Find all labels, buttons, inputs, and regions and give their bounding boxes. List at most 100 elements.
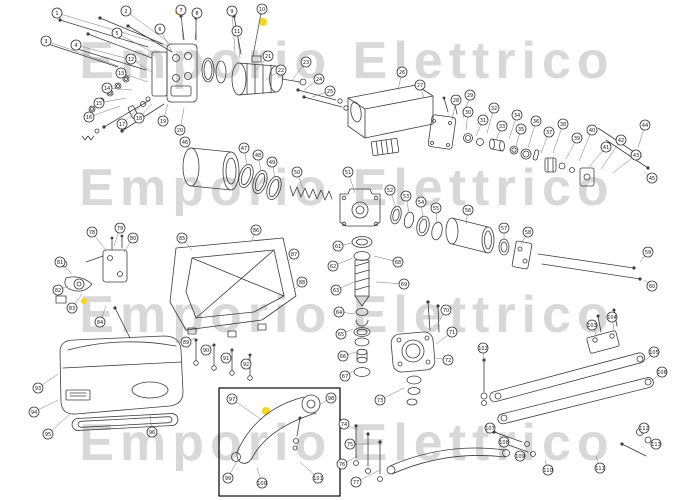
- part-callout-number: 53: [403, 194, 409, 200]
- motor: [231, 55, 349, 111]
- part-callout-number: 31: [480, 118, 486, 124]
- part-callout-number: 80: [130, 236, 136, 242]
- part-callout-number: 33: [499, 124, 505, 130]
- part-callout: [639, 119, 651, 131]
- part-callout-number: 97: [229, 397, 235, 403]
- part-callout: [484, 422, 496, 434]
- part-callout-number: 11: [234, 29, 240, 35]
- part-callout-number: 38: [560, 122, 566, 128]
- part-callout: [496, 120, 508, 132]
- part-callout-number: 3: [44, 39, 47, 45]
- part-callout-number: 18: [136, 116, 142, 122]
- part-callout: [51, 7, 63, 19]
- piston-cylinder: [182, 147, 240, 191]
- part-callout-number: 1: [55, 11, 58, 17]
- part-callout-number: 40: [589, 128, 595, 134]
- part-callout: [114, 222, 126, 234]
- part-callout: [101, 82, 113, 94]
- part-callout: [477, 114, 489, 126]
- part-callout: [642, 246, 654, 258]
- part-callout: [327, 260, 339, 272]
- part-callout: [344, 438, 356, 450]
- bearing-stack: [390, 205, 642, 281]
- part-callout: [630, 149, 642, 161]
- part-callout: [262, 50, 274, 62]
- part-callout-number: 16: [86, 115, 92, 121]
- beam-housing: [347, 84, 434, 157]
- part-callout: [477, 342, 489, 354]
- detail-inset-box: [218, 387, 341, 497]
- o-rings: [238, 164, 282, 200]
- part-callout-number: 55: [433, 206, 439, 212]
- part-callout-number: 20: [177, 128, 183, 134]
- part-callout-number: 8: [195, 11, 198, 17]
- pump-assembly: [151, 43, 227, 103]
- part-callout: [175, 4, 187, 16]
- part-callout-number: 68: [395, 260, 401, 266]
- part-callout: [296, 276, 308, 288]
- part-callout: [430, 202, 442, 214]
- part-callout: [336, 458, 348, 470]
- part-callout-number: 99: [225, 476, 231, 482]
- part-callout: [176, 232, 188, 244]
- part-callout-number: 82: [55, 288, 61, 294]
- part-callout-number: 112: [639, 426, 649, 432]
- watermark-dot: [262, 407, 270, 415]
- part-callout: [442, 354, 454, 366]
- part-callout-number: 32: [491, 106, 497, 112]
- part-callout: [179, 136, 191, 148]
- part-callout: [300, 56, 312, 68]
- part-callout-number: 54: [418, 200, 424, 206]
- part-callout: [646, 172, 658, 184]
- part-callout: [338, 418, 350, 430]
- part-callout-number: 13: [118, 71, 124, 77]
- callout-leader-line: [88, 105, 121, 118]
- watermark-text: Emporio Elettrico: [79, 32, 614, 90]
- watermark-dot: [81, 298, 87, 304]
- part-callout: [93, 97, 105, 109]
- part-callout-number: 42: [618, 138, 624, 144]
- part-callout-number: 74: [341, 422, 347, 428]
- part-callout: [191, 7, 203, 19]
- part-callout: [220, 352, 232, 364]
- part-callout-number: 46: [182, 140, 188, 146]
- part-callout-number: 50: [294, 170, 300, 176]
- part-callout: [335, 328, 347, 340]
- part-callout-number: 66: [340, 354, 346, 360]
- part-callout-number: 9: [230, 9, 233, 15]
- part-callout: [339, 370, 351, 382]
- callout-leader-line: [252, 8, 263, 56]
- part-callout-number: 25: [327, 89, 333, 95]
- part-callout-number: 58: [525, 230, 531, 236]
- part-callout-number: 27: [417, 83, 423, 89]
- part-callout-number: 85: [179, 236, 185, 242]
- part-callout-number: 88: [299, 280, 305, 286]
- part-callout-number: 65: [338, 332, 344, 338]
- part-callout-number: 12: [128, 57, 134, 63]
- part-callout: [586, 124, 598, 136]
- part-callout-number: 89: [183, 340, 189, 346]
- part-callout: [275, 64, 287, 76]
- part-callout: [498, 436, 510, 448]
- part-callout: [180, 336, 192, 348]
- part-callout: [498, 222, 510, 234]
- part-callout-number: 23: [303, 60, 309, 66]
- part-callout: [638, 422, 650, 434]
- part-callout-number: 29: [467, 93, 473, 99]
- part-callout-number: 98: [328, 396, 334, 402]
- part-callout: [514, 450, 526, 462]
- part-callout: [157, 115, 169, 127]
- part-callout: [337, 350, 349, 362]
- part-callout: [571, 132, 583, 144]
- part-callout-number: 113: [651, 442, 661, 448]
- part-callout: [252, 149, 264, 161]
- part-callout-number: 60: [649, 284, 655, 290]
- part-callout: [238, 142, 250, 154]
- part-callout: [40, 35, 52, 47]
- part-callout-number: 63: [333, 288, 339, 294]
- mounting-flange: [390, 300, 440, 406]
- watermark-text: Emporio Elettrico: [79, 286, 614, 344]
- part-callout: [542, 464, 554, 476]
- part-callout: [462, 204, 474, 216]
